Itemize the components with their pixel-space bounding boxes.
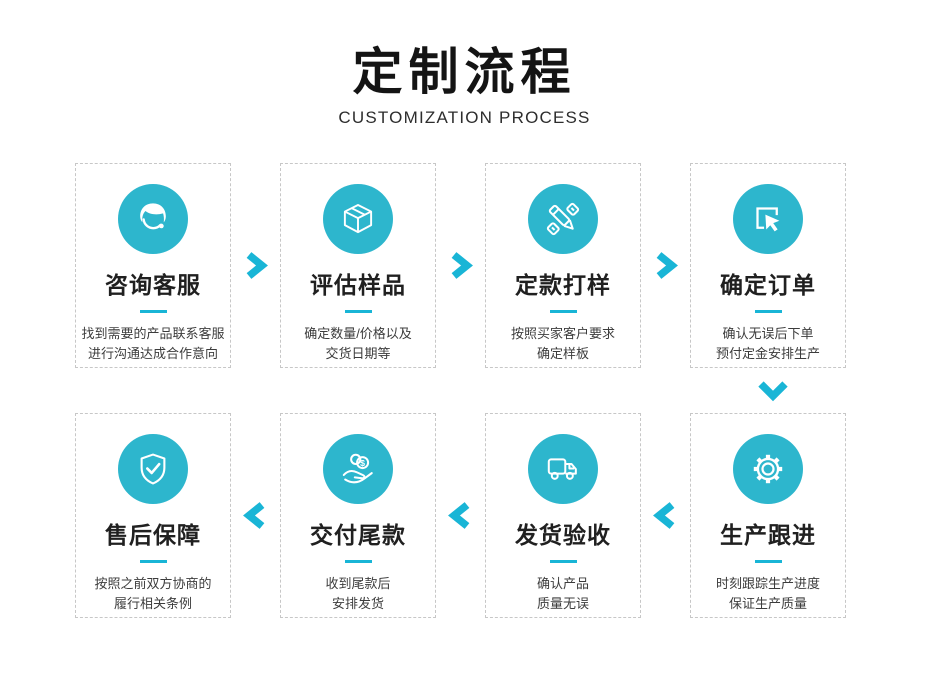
step-icon-circle bbox=[733, 184, 803, 254]
step-card-production-followup: 生产跟进 时刻跟踪生产进度 保证生产质量 bbox=[690, 413, 846, 618]
svg-text:$: $ bbox=[360, 458, 365, 468]
cursor-click-icon bbox=[756, 207, 780, 232]
step-title: 发货验收 bbox=[515, 522, 611, 548]
arrow-left-icon bbox=[243, 502, 265, 529]
page-title: 定制流程 bbox=[352, 44, 577, 100]
step-description: 找到需要的产品联系客服 进行沟通达成合作意向 bbox=[81, 324, 224, 364]
step-title: 生产跟进 bbox=[720, 522, 816, 548]
step-icon-circle: $ bbox=[323, 434, 393, 504]
desc-line: 时刻跟踪生产进度 bbox=[715, 576, 820, 591]
step-title: 定款打样 bbox=[515, 272, 611, 298]
step-divider bbox=[754, 560, 782, 563]
desc-line: 按照买家客户要求 bbox=[510, 326, 615, 341]
step-title: 确定订单 bbox=[720, 272, 816, 298]
step-description: 按照买家客户要求 确定样板 bbox=[511, 324, 615, 364]
step-card-final-payment: $ 交付尾款 收到尾款后 安排发货 bbox=[280, 413, 436, 618]
step-divider bbox=[549, 560, 577, 563]
gear-icon bbox=[753, 454, 783, 484]
desc-line: 保证生产质量 bbox=[728, 596, 807, 611]
desc-line: 安排发货 bbox=[331, 596, 384, 611]
desc-line: 按照之前双方协商的 bbox=[94, 576, 212, 591]
step-title: 交付尾款 bbox=[310, 522, 406, 548]
desc-line: 交货日期等 bbox=[325, 346, 391, 361]
step-description: 按照之前双方协商的 履行相关条例 bbox=[94, 574, 211, 614]
process-flow: 咨询客服 找到需要的产品联系客服 进行沟通达成合作意向 评估样品 bbox=[0, 163, 929, 623]
step-description: 确定数量/价格以及 交货日期等 bbox=[304, 324, 412, 364]
box-icon bbox=[343, 204, 373, 234]
step-icon-circle bbox=[323, 184, 393, 254]
arrow-right-icon bbox=[246, 252, 268, 279]
step-title: 评估样品 bbox=[310, 272, 406, 298]
desc-line: 确认产品 bbox=[536, 576, 589, 591]
desc-line: 确认无误后下单 bbox=[722, 326, 814, 341]
page-subtitle: CUSTOMIZATION PROCESS bbox=[338, 108, 591, 127]
step-divider bbox=[549, 310, 577, 313]
step-card-aftersales: 售后保障 按照之前双方协商的 履行相关条例 bbox=[75, 413, 231, 618]
step-description: 时刻跟踪生产进度 保证生产质量 bbox=[716, 574, 820, 614]
step-card-evaluate-sample: 评估样品 确定数量/价格以及 交货日期等 bbox=[280, 163, 436, 368]
step-card-consult-service: 咨询客服 找到需要的产品联系客服 进行沟通达成合作意向 bbox=[75, 163, 231, 368]
arrow-right-icon bbox=[451, 252, 473, 279]
step-card-ship-inspect: 发货验收 确认产品 质量无误 bbox=[485, 413, 641, 618]
step-description: 确认产品 质量无误 bbox=[537, 574, 589, 614]
step-icon-circle bbox=[528, 184, 598, 254]
arrow-left-icon bbox=[448, 502, 470, 529]
desc-line: 预付定金安排生产 bbox=[715, 346, 820, 361]
step-card-confirm-proof: 定款打样 按照买家客户要求 确定样板 bbox=[485, 163, 641, 368]
step-icon-circle bbox=[528, 434, 598, 504]
step-divider bbox=[139, 560, 167, 563]
desc-line: 确定样板 bbox=[536, 346, 589, 361]
shield-check-icon bbox=[140, 453, 166, 485]
arrow-right-icon bbox=[656, 252, 678, 279]
arrow-down-icon bbox=[758, 381, 788, 402]
hand-coins-icon: $ bbox=[342, 453, 373, 484]
desc-line: 确定数量/价格以及 bbox=[304, 326, 412, 341]
step-divider bbox=[344, 560, 372, 563]
step-icon-circle bbox=[733, 434, 803, 504]
step-description: 确认无误后下单 预付定金安排生产 bbox=[716, 324, 820, 364]
step-title: 售后保障 bbox=[105, 522, 201, 548]
desc-line: 履行相关条例 bbox=[113, 596, 192, 611]
desc-line: 质量无误 bbox=[536, 596, 589, 611]
step-divider bbox=[344, 310, 372, 313]
step-icon-circle bbox=[118, 434, 188, 504]
step-description: 收到尾款后 安排发货 bbox=[325, 574, 390, 614]
step-card-confirm-order: 确定订单 确认无误后下单 预付定金安排生产 bbox=[690, 163, 846, 368]
pencil-ruler-icon bbox=[546, 202, 580, 236]
desc-line: 进行沟通达成合作意向 bbox=[87, 346, 218, 361]
truck-icon bbox=[547, 458, 577, 480]
desc-line: 找到需要的产品联系客服 bbox=[81, 326, 225, 341]
step-title: 咨询客服 bbox=[105, 272, 201, 298]
desc-line: 收到尾款后 bbox=[325, 576, 391, 591]
step-icon-circle bbox=[118, 184, 188, 254]
step-divider bbox=[139, 310, 167, 313]
step-divider bbox=[754, 310, 782, 313]
arrow-left-icon bbox=[653, 502, 675, 529]
customer-service-icon bbox=[140, 203, 166, 230]
